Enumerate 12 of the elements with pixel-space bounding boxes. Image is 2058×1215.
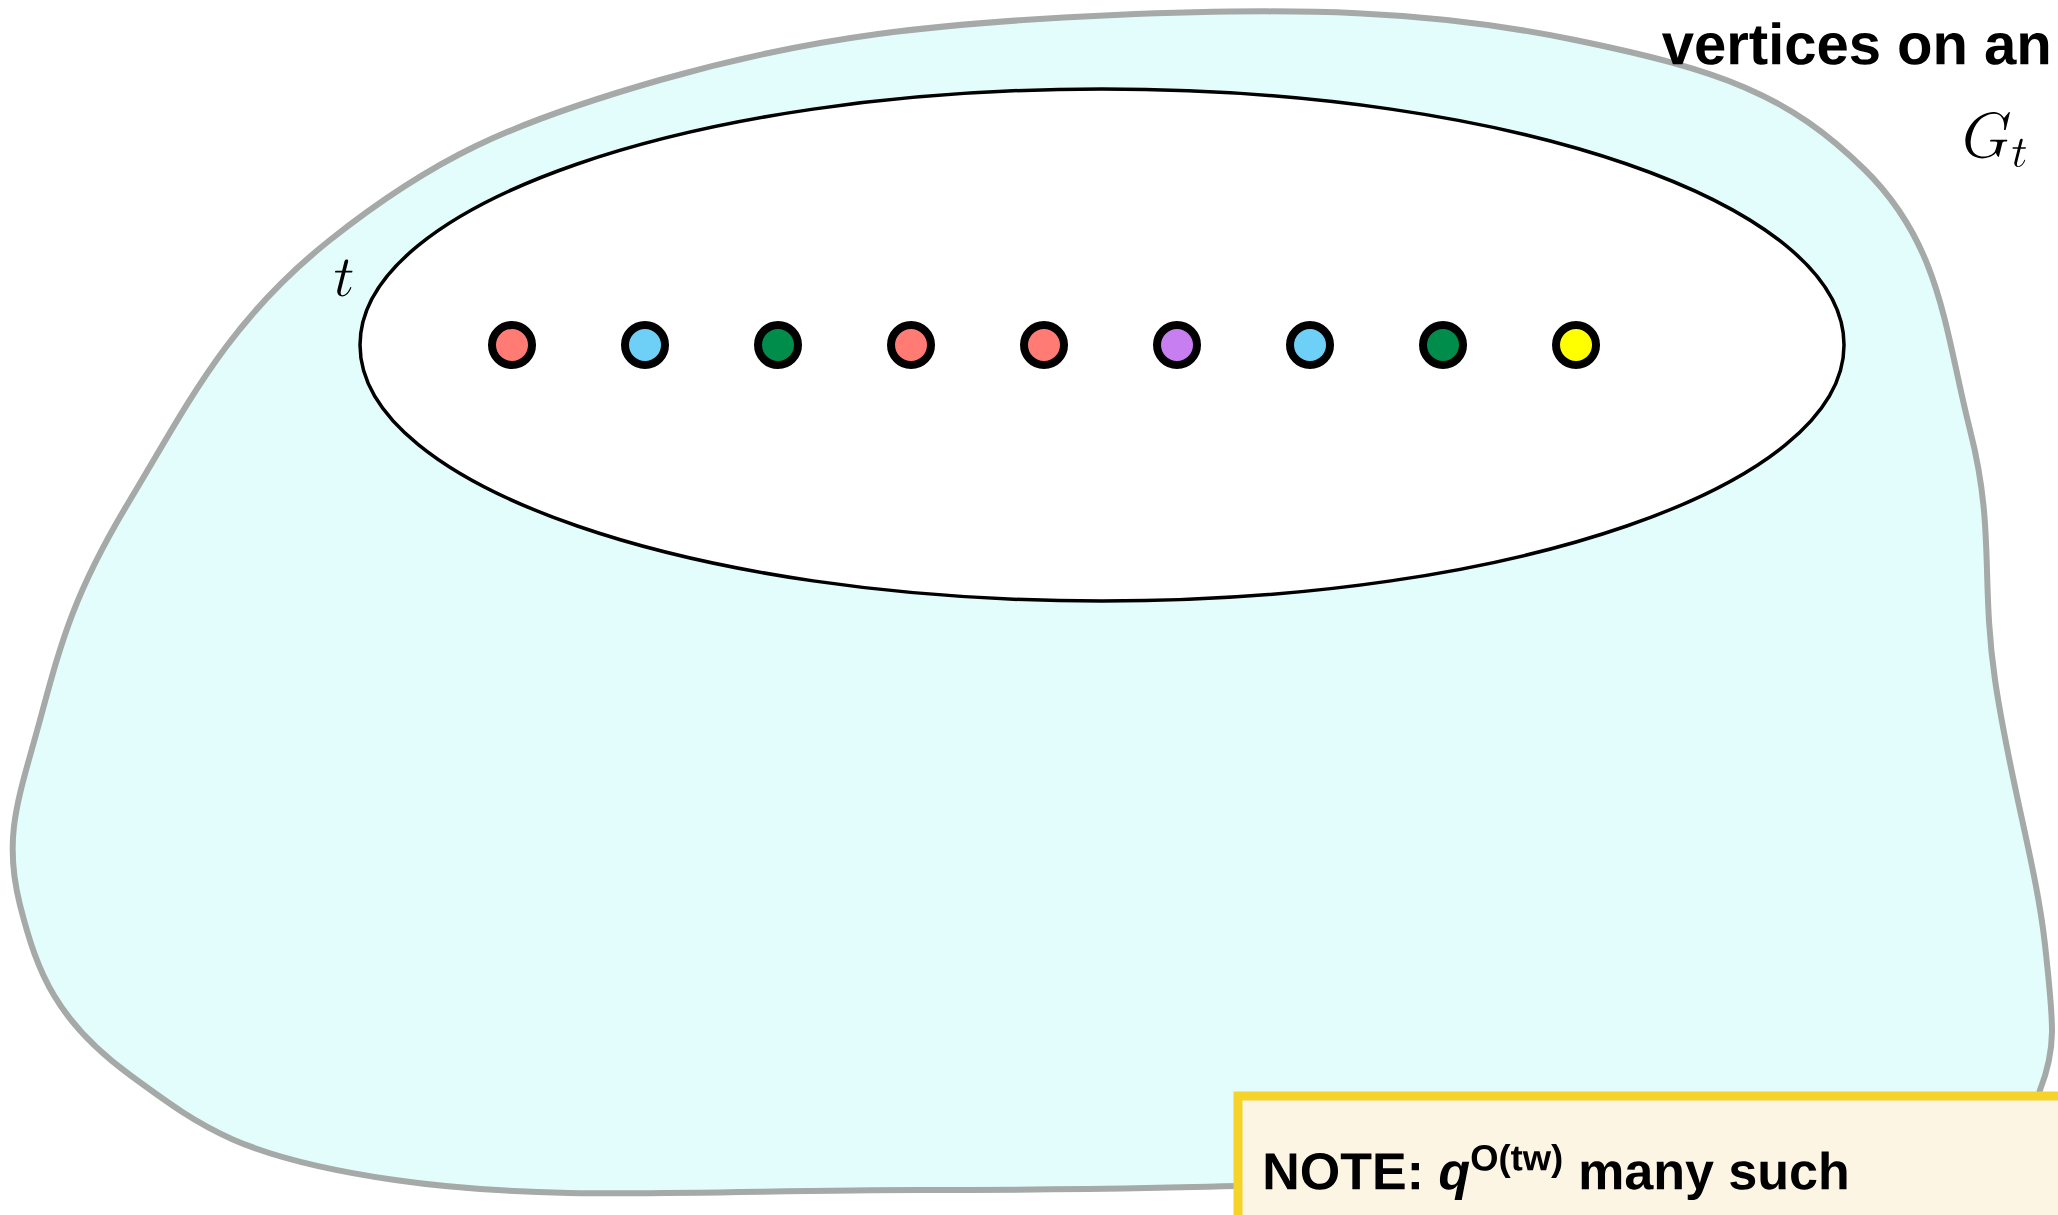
vertex-dot <box>887 321 935 369</box>
node-label: $t$ <box>335 259 353 297</box>
vertex-dot <box>1286 321 1334 369</box>
vertex-dot <box>1419 321 1467 369</box>
vertex-dot <box>621 321 669 369</box>
vertex-dot <box>754 321 802 369</box>
caption-text: vertices on an <box>1662 22 2049 65</box>
note-box: NOTE: q$^{O(tw)}$ many such <box>1233 1091 2058 1215</box>
vertex-dot <box>1153 321 1201 369</box>
vertex-dot <box>488 321 536 369</box>
vertex-dot <box>1552 321 1600 369</box>
vertex-dot <box>1020 321 1068 369</box>
